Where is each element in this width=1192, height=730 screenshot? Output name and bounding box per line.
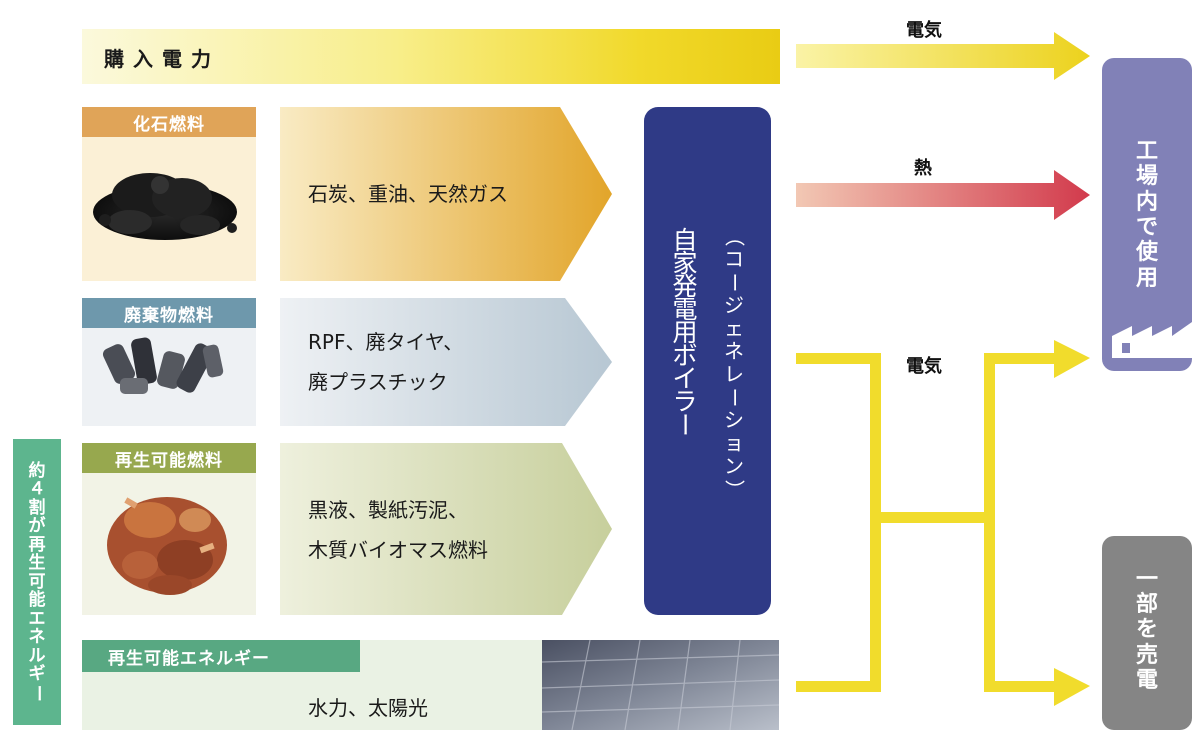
electricity-top-arrow <box>796 32 1090 80</box>
sell-label-char: を <box>1135 617 1158 643</box>
side-band-char: が <box>28 516 46 537</box>
boiler-main-char: 自 <box>672 226 698 255</box>
renewable-fuel-line: 木質バイオマス燃料 <box>308 538 488 562</box>
side-band-char: エ <box>28 608 46 629</box>
waste-fuel-line: RPF、廃タイヤ、 <box>308 330 464 354</box>
factory-label: 工場内で使用 <box>1102 130 1192 300</box>
sell-box <box>1102 536 1192 730</box>
factory-icon <box>1112 322 1192 358</box>
boiler-sub-char: レ <box>724 362 744 386</box>
fossil-fuel-line: 石炭、重油、天然ガス <box>308 182 508 206</box>
boiler-sub-char: シ <box>724 408 744 432</box>
waste-arrow <box>280 298 612 426</box>
factory-label-char: 工 <box>1135 139 1158 165</box>
boiler-main-char: ー <box>670 411 700 438</box>
side-band-char: 約 <box>28 460 46 481</box>
factory-label-char: 場 <box>1135 164 1158 190</box>
boiler-main-char: 家 <box>672 249 698 278</box>
boiler-sub-char: ン <box>724 454 744 478</box>
purchased-power-label: 購入電力 <box>104 47 220 71</box>
side-band-char: ４ <box>28 479 46 500</box>
wood-chips-image <box>107 497 227 595</box>
boiler-sub-char: ー <box>722 387 747 408</box>
renewable-energy-text: 水力、太陽光 <box>308 696 428 720</box>
side-band-char: 再 <box>28 534 46 555</box>
waste-fuel-text: RPF、廃タイヤ、 廃プラスチック <box>308 322 463 402</box>
sell-label-char: 電 <box>1135 667 1158 693</box>
boiler-main-char: ボ <box>672 341 698 370</box>
sell-label-char: 一 <box>1135 566 1158 592</box>
electricity-branch-arrows <box>796 340 1090 706</box>
factory-label-char: 内 <box>1135 189 1158 215</box>
coal-image <box>93 173 237 240</box>
boiler-sub-char: （ <box>722 226 747 247</box>
side-band-char: ル <box>28 645 46 666</box>
waste-fuel-line: 廃プラスチック <box>308 370 448 394</box>
solar-panel-image <box>541 639 780 730</box>
boiler-main-char: イ <box>672 364 698 393</box>
boiler-main-char: 電 <box>672 295 698 324</box>
boiler-sub-char: ネ <box>724 339 744 363</box>
renewable-fuel-label: 再生可能燃料 <box>82 443 256 473</box>
waste-fuel-label: 廃棄物燃料 <box>82 298 256 328</box>
electricity-top-label: 電気 <box>906 20 942 41</box>
boiler-box: （コージェネレーション） 自家発電用ボイラー <box>644 107 771 615</box>
renewable-fuel-line: 黒液、製紙汚泥、 <box>308 498 468 522</box>
electricity-bottom-label: 電気 <box>906 356 942 377</box>
boiler-sub-char: ） <box>722 479 747 500</box>
renewable-fuel-arrow <box>280 443 612 615</box>
boiler-main-char: 用 <box>672 318 698 347</box>
heat-arrow <box>796 170 1090 220</box>
sell-label-char: 部 <box>1135 592 1158 618</box>
heat-label: 熱 <box>914 158 932 179</box>
factory-box <box>1102 58 1192 371</box>
side-band-char: 生 <box>28 553 46 574</box>
fossil-fuel-text: 石炭、重油、天然ガス <box>308 174 508 214</box>
sell-label: 一部を売電 <box>1102 550 1192 710</box>
side-band-char: 可 <box>28 571 46 592</box>
boiler-sub-char: ェ <box>724 316 744 340</box>
side-band-char: 能 <box>28 590 46 611</box>
side-band-char: ー <box>27 684 48 702</box>
boiler-main-char: ラ <box>672 387 698 416</box>
side-band-char: ネ <box>28 627 46 648</box>
side-band-char: 割 <box>28 497 46 518</box>
side-band-char: ギ <box>28 664 46 685</box>
boiler-sub-char: ョ <box>724 431 744 455</box>
factory-label-char: 用 <box>1135 265 1158 291</box>
boiler-main-label: 自家発電用ボイラー <box>668 226 702 438</box>
tire-chips-image <box>102 337 224 394</box>
purchased-power-bar: 購入電力 <box>82 29 780 84</box>
boiler-main-char: 発 <box>672 272 698 301</box>
factory-label-char: 使 <box>1135 240 1158 266</box>
fossil-fuel-label: 化石燃料 <box>82 107 256 137</box>
boiler-sub-char: コ <box>724 247 744 271</box>
boiler-sub-char: ジ <box>724 293 744 317</box>
fossil-arrow <box>280 107 612 281</box>
sell-label-char: 売 <box>1135 642 1158 668</box>
factory-label-char: で <box>1135 215 1158 240</box>
boiler-sub-char: ー <box>722 272 747 293</box>
boiler-sub-label: （コージェネレーション） <box>717 225 751 501</box>
renewable-fuel-text: 黒液、製紙汚泥、 木質バイオマス燃料 <box>308 490 488 570</box>
renewable-energy-label: 再生可能エネルギー <box>82 640 360 672</box>
